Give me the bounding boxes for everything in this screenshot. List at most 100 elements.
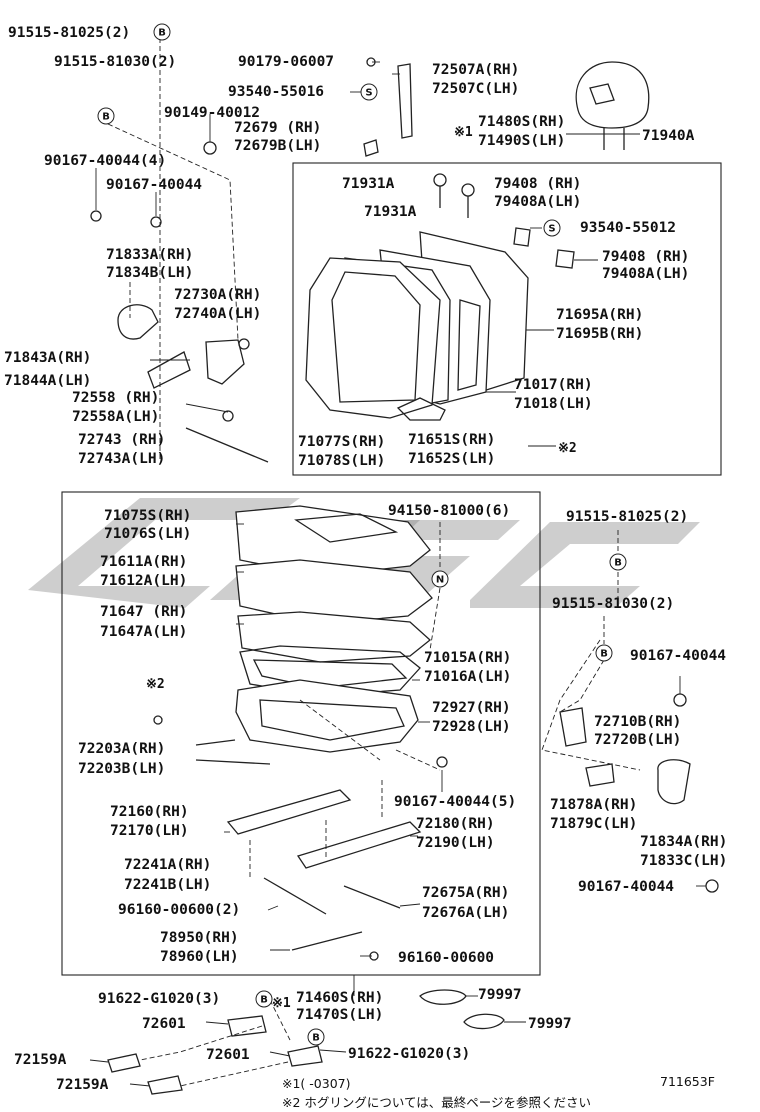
part-label: 72180(RH) [416, 816, 495, 832]
part-label: 90167-40044 [578, 879, 674, 895]
part-label: 71076S(LH) [104, 526, 191, 542]
s-mark-1: S [360, 83, 378, 101]
part-label: 71879C(LH) [550, 816, 637, 832]
part-label: 72720B(LH) [594, 732, 681, 748]
part-label: 71480S(RH) [478, 114, 565, 130]
part-label: 91622-G1020(3) [98, 991, 220, 1007]
part-label: 79997 [528, 1016, 572, 1032]
note1-marker: ※1 [454, 125, 473, 140]
cushion-group-box [61, 491, 541, 976]
b-mark-5: B [255, 990, 273, 1008]
hinge-drawing [90, 141, 269, 463]
svg-text:B: B [600, 649, 608, 660]
part-label: 90167-40044 [106, 177, 202, 193]
part-label: 79408A(LH) [602, 266, 689, 282]
part-label: 72558 (RH) [72, 390, 159, 406]
track-drawing [195, 739, 448, 951]
svg-text:B: B [614, 558, 622, 569]
part-label: 93540-55016 [228, 84, 324, 100]
part-label: 91515-81030(2) [54, 54, 176, 70]
part-label: 96160-00600(2) [118, 902, 240, 918]
seatback-drawing [305, 173, 575, 421]
part-label: 71647 (RH) [100, 604, 187, 620]
note2-marker: ※2 [558, 441, 577, 456]
b-mark-3: B [609, 553, 627, 571]
part-label: 72928(LH) [432, 719, 511, 735]
part-label: 71017(RH) [514, 377, 593, 393]
part-label: 71651S(RH) [408, 432, 495, 448]
part-label: 72203B(LH) [78, 761, 165, 777]
part-label: 71611A(RH) [100, 554, 187, 570]
leader-lines [89, 38, 706, 1087]
part-label: 72675A(RH) [422, 885, 509, 901]
part-label: 71834A(RH) [640, 834, 727, 850]
svg-text:S: S [365, 88, 372, 99]
part-label: 91622-G1020(3) [348, 1046, 470, 1062]
part-label: 79408 (RH) [494, 176, 581, 192]
part-label: 71695B(RH) [556, 326, 643, 342]
part-label: 71647A(LH) [100, 624, 187, 640]
part-label: 72676A(LH) [422, 905, 509, 921]
part-label: 91515-81025(2) [566, 509, 688, 525]
part-label: 90179-06007 [238, 54, 334, 70]
part-label: 72601 [206, 1047, 250, 1063]
part-label: 71833A(RH) [106, 247, 193, 263]
part-label: 71940A [642, 128, 695, 144]
b-mark-2: B [97, 107, 115, 125]
part-label: 71931A [364, 204, 417, 220]
part-label: 71078S(LH) [298, 453, 385, 469]
diagram-code: 711653F [660, 1074, 715, 1089]
part-label: 71834B(LH) [106, 265, 193, 281]
part-label: 72507A(RH) [432, 62, 519, 78]
part-label: 91515-81030(2) [552, 596, 674, 612]
part-label: 72558A(LH) [72, 409, 159, 425]
part-label: 71015A(RH) [424, 650, 511, 666]
b-mark-4: B [595, 644, 613, 662]
part-label: 71844A(LH) [4, 373, 91, 389]
part-label: 72740A(LH) [174, 306, 261, 322]
svg-text:B: B [260, 995, 268, 1006]
seatback-group-box [292, 162, 722, 476]
b-mark-1: B [153, 23, 171, 41]
headrest-drawing [575, 61, 650, 150]
part-label: 90167-40044(5) [394, 794, 516, 810]
part-label: 71460S(RH) [296, 990, 383, 1006]
part-label: 71077S(RH) [298, 434, 385, 450]
part-label: 71843A(RH) [4, 350, 91, 366]
note1-marker-2: ※1 [272, 996, 291, 1011]
part-label: 71931A [342, 176, 395, 192]
svg-text:N: N [436, 575, 444, 586]
part-label: 71490S(LH) [478, 133, 565, 149]
part-label: 93540-55012 [580, 220, 676, 236]
part-label: 72160(RH) [110, 804, 189, 820]
note2-marker-2: ※2 [146, 677, 165, 692]
part-label: 71075S(RH) [104, 508, 191, 524]
footnote-1: ※1( -0307) [282, 1076, 350, 1091]
cover-drawing [107, 989, 505, 1095]
part-label: 72507C(LH) [432, 81, 519, 97]
part-label: 72730A(RH) [174, 287, 261, 303]
part-label: 78950(RH) [160, 930, 239, 946]
n-mark: N [431, 570, 449, 588]
svg-text:B: B [102, 112, 110, 123]
hog-ring-symbol [153, 715, 163, 725]
part-label: 78960(LH) [160, 949, 239, 965]
part-label: 72241B(LH) [124, 877, 211, 893]
part-label: 79408A(LH) [494, 194, 581, 210]
strap-drawing [363, 57, 413, 157]
part-label: 90149-40012 [164, 105, 260, 121]
part-label: 72241A(RH) [124, 857, 211, 873]
part-label: 71695A(RH) [556, 307, 643, 323]
part-label: 72190(LH) [416, 835, 495, 851]
part-label: 94150-81000(6) [388, 503, 510, 519]
part-label: 90167-40044 [630, 648, 726, 664]
part-label: 72710B(RH) [594, 714, 681, 730]
hog-ring-symbol-2 [369, 951, 379, 961]
part-label: 90167-40044(4) [44, 153, 166, 169]
part-label: 71652S(LH) [408, 451, 495, 467]
part-label: 71833C(LH) [640, 853, 727, 869]
part-label: 72743A(LH) [78, 451, 165, 467]
part-label: 72601 [142, 1016, 186, 1032]
svg-text:S: S [548, 224, 555, 235]
